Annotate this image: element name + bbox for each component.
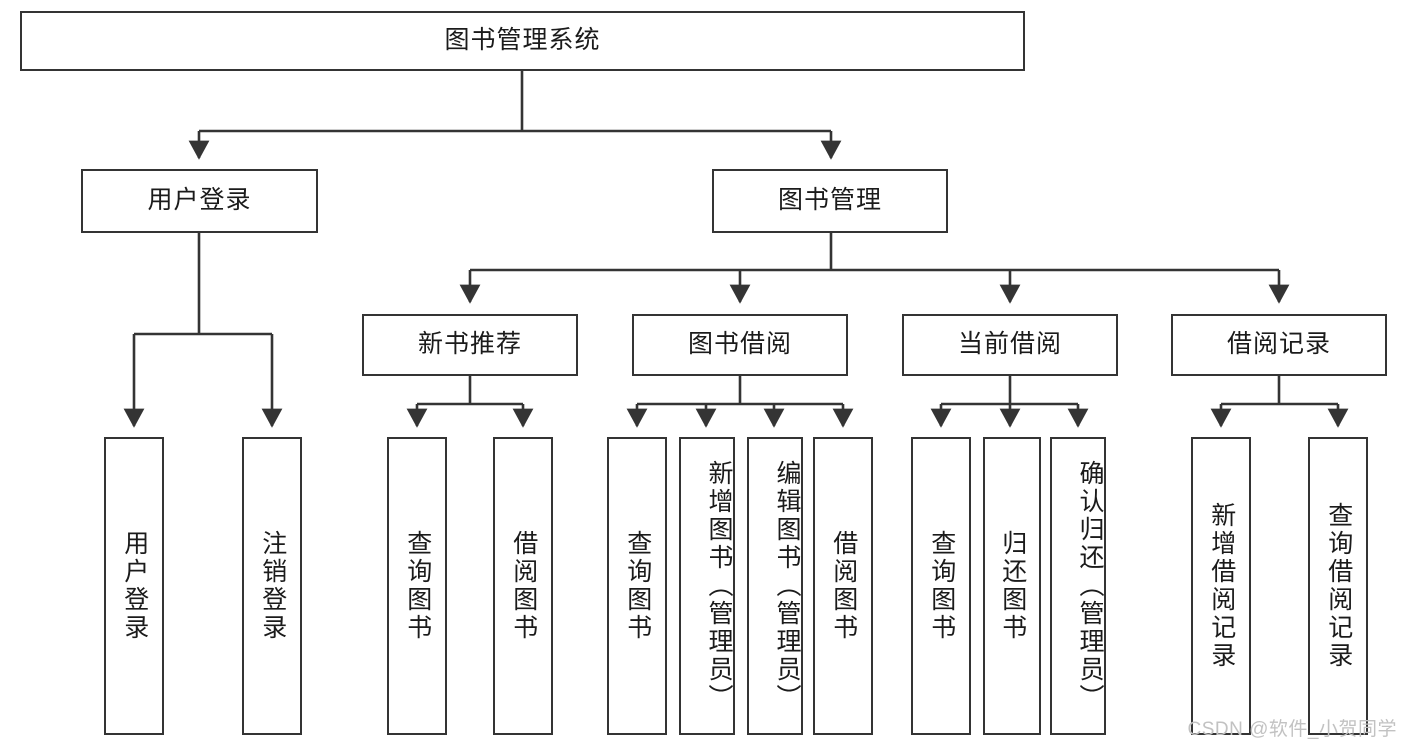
leaf-rec-search-label: 查询借阅记录 (1324, 502, 1353, 670)
leaf-borrow-query-label: 查询图书 (623, 530, 652, 642)
node-user-login-label: 用户登录 (147, 186, 252, 215)
leaf-borrow-edit[interactable]: 编辑图书（管理员） (747, 437, 803, 735)
node-root-label: 图书管理系统 (444, 26, 601, 55)
leaf-cur-return-label: 归还图书 (998, 530, 1027, 642)
leaf-borrow-add-label: 新增图书（管理员） (705, 460, 733, 712)
node-user-login[interactable]: 用户登录 (81, 169, 318, 233)
node-new-book-rec[interactable]: 新书推荐 (362, 314, 578, 376)
csdn-watermark: CSDN @软件_小贺同学 (1187, 719, 1397, 740)
node-borrow-record[interactable]: 借阅记录 (1171, 314, 1387, 376)
leaf-rec-add-label: 新增借阅记录 (1207, 502, 1236, 670)
leaf-rec-query-label: 查询图书 (403, 530, 432, 642)
leaf-rec-search[interactable]: 查询借阅记录 (1308, 437, 1368, 735)
leaf-user-login[interactable]: 用户登录 (104, 437, 164, 735)
leaf-cur-confirm[interactable]: 确认归还（管理员） (1050, 437, 1106, 735)
leaf-cur-confirm-label: 确认归还（管理员） (1076, 460, 1104, 712)
node-book-borrow[interactable]: 图书借阅 (632, 314, 848, 376)
leaf-logout[interactable]: 注销登录 (242, 437, 302, 735)
leaf-borrow-query[interactable]: 查询图书 (607, 437, 667, 735)
node-new-book-rec-label: 新书推荐 (417, 330, 522, 359)
leaf-cur-query[interactable]: 查询图书 (911, 437, 971, 735)
leaf-borrow-add[interactable]: 新增图书（管理员） (679, 437, 735, 735)
node-current-borrow-label: 当前借阅 (957, 330, 1062, 359)
leaf-cur-query-label: 查询图书 (927, 530, 956, 642)
leaf-cur-return[interactable]: 归还图书 (983, 437, 1041, 735)
leaf-borrow-lend[interactable]: 借阅图书 (813, 437, 873, 735)
leaf-rec-add[interactable]: 新增借阅记录 (1191, 437, 1251, 735)
node-borrow-record-label: 借阅记录 (1226, 330, 1331, 359)
leaf-borrow-lend-label: 借阅图书 (829, 530, 858, 642)
leaf-rec-borrow-label: 借阅图书 (509, 530, 538, 642)
leaf-user-login-label: 用户登录 (120, 530, 149, 642)
node-book-borrow-label: 图书借阅 (687, 330, 792, 359)
node-book-manage[interactable]: 图书管理 (712, 169, 948, 233)
node-root[interactable]: 图书管理系统 (20, 11, 1025, 71)
leaf-borrow-edit-label: 编辑图书（管理员） (773, 460, 801, 712)
leaf-rec-query[interactable]: 查询图书 (387, 437, 447, 735)
node-current-borrow[interactable]: 当前借阅 (902, 314, 1118, 376)
node-book-manage-label: 图书管理 (777, 186, 882, 215)
leaf-logout-label: 注销登录 (258, 530, 287, 642)
leaf-rec-borrow[interactable]: 借阅图书 (493, 437, 553, 735)
